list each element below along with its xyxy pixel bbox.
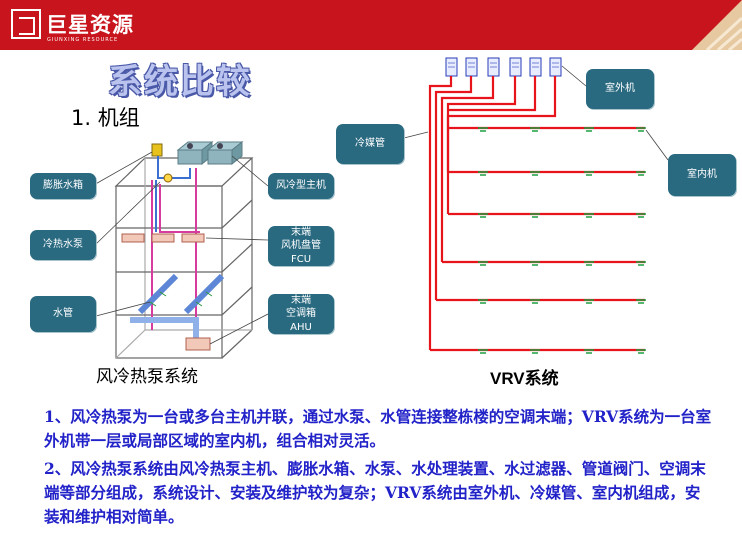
paragraph-2: 2、风冷热泵系统由风冷热泵主机、膨胀水箱、水泵、水处理装置、水过滤器、管道阀门、… (44, 459, 706, 526)
left-diagram-caption: 风冷热泵系统 (96, 367, 198, 387)
logo-subtitle: GIUNXING RESOURCE (47, 37, 119, 43)
callout-expansion-tank: 膨胀水箱 (30, 173, 96, 199)
callout-outdoor-unit: 室外机 (586, 69, 654, 109)
callout-pipe: 水管 (30, 296, 96, 332)
callout-chiller: 风冷型主机 (268, 173, 334, 199)
paragraph-1: 1、风冷热泵为一台或多台主机并联，通过水泵、水管连接整栋楼的空调末端；VRV系统… (44, 407, 712, 450)
corner-decoration-icon (692, 0, 742, 50)
callout-refrigerant-pipe: 冷媒管 (336, 124, 404, 164)
right-diagram-caption: VRV系统 (490, 369, 559, 388)
callout-ahu: 末端 空调箱 AHU (268, 294, 334, 334)
logo-name: 巨星资源 (46, 12, 134, 37)
callout-indoor-unit: 室内机 (668, 154, 736, 196)
header-bar: 巨星资源 GIUNXING RESOURCE (0, 0, 742, 50)
page-title: 系统比较 (108, 62, 252, 102)
section-subtitle: 1. 机组 (71, 106, 140, 130)
logo-icon (11, 9, 41, 39)
callout-pump: 冷热水泵 (30, 230, 96, 260)
callout-fcu: 末端 风机盘管 FCU (268, 226, 334, 266)
